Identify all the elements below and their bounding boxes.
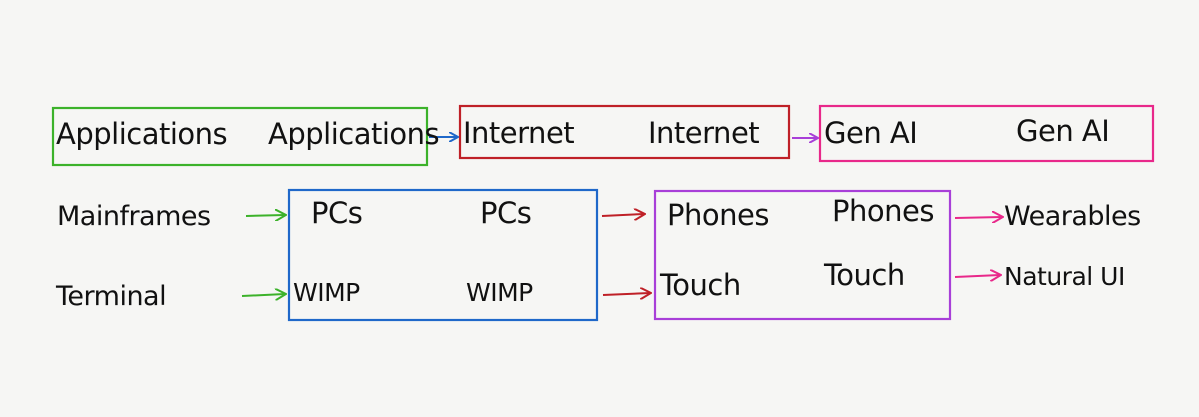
wearables-label: Wearables <box>1004 201 1141 232</box>
gen-ai-label-2: Gen AI <box>1016 114 1110 148</box>
touch-to-natural-ui-arrow <box>954 275 1000 277</box>
phones-label-1: Phones <box>667 198 769 232</box>
pcs-wimp-box <box>287 188 599 322</box>
internet-label-2: Internet <box>648 116 760 150</box>
internet-label-1: Internet <box>463 116 575 150</box>
pcs-label-1: PCs <box>311 196 363 230</box>
natural-ui-label: Natural UI <box>1004 262 1125 291</box>
phones-touch-box <box>653 189 952 321</box>
touch-label-2: Touch <box>824 258 905 292</box>
mainframes-label: Mainframes <box>57 201 211 232</box>
gen-ai-box <box>818 104 1155 163</box>
applications-label-2: Applications <box>268 117 440 151</box>
wimp-to-touch-arrow <box>602 293 650 295</box>
phones-to-wearables-arrow <box>954 217 1002 218</box>
applications-box <box>51 106 429 167</box>
touch-label-1: Touch <box>660 268 741 302</box>
phones-label-2: Phones <box>832 194 934 228</box>
pcs-label-2: PCs <box>480 196 532 230</box>
applications-label-1: Applications <box>56 117 228 151</box>
terminal-to-wimp-arrow <box>241 294 285 296</box>
wimp-label-1: WIMP <box>293 278 360 307</box>
mainframes-to-pcs-arrow <box>245 215 285 216</box>
terminal-label: Terminal <box>56 281 167 312</box>
wimp-label-2: WIMP <box>466 278 533 307</box>
gen-ai-label-1: Gen AI <box>824 116 918 150</box>
pcs-to-phones-arrow <box>601 214 644 216</box>
internet-box <box>458 104 791 160</box>
